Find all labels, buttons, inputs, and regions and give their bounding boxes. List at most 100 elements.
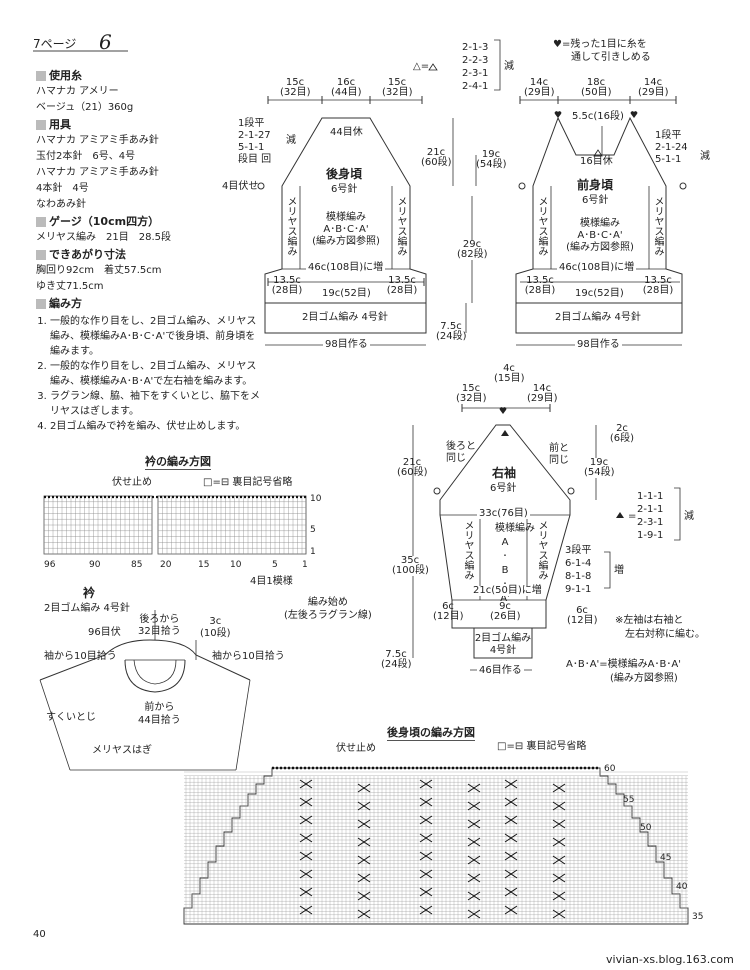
grid-line	[467, 783, 481, 793]
tools-line: ハマナカ アミアミ手あみ針	[36, 135, 159, 146]
dim-stitches: (28目)	[271, 285, 303, 296]
collar-bind-off: 伏せ止め	[112, 477, 152, 488]
triangle-note: 2-1-3 2-2-3 2-3-1 2-4-1	[462, 42, 489, 92]
tools-line: 4本針 4号	[36, 183, 89, 194]
grid-line	[467, 909, 481, 919]
dim-cm: 13.5c	[273, 275, 301, 286]
dim-cm: 15c	[387, 77, 407, 88]
grid-line	[504, 869, 518, 879]
method-step: 一般的な作り目をし、2目ゴム編み、メリヤス編み、模様編みA･B･C･A'で後身頃…	[50, 314, 265, 359]
page-title: 7ページ	[33, 37, 77, 51]
back-pattern-line: 模様編み	[326, 212, 366, 223]
back-body-title: 後身頃	[326, 167, 363, 181]
grid-line	[357, 819, 371, 829]
tools-line: なわあみ針	[36, 199, 86, 210]
grid-line	[467, 873, 481, 883]
back-pattern-line: (編み方図参照)	[312, 236, 380, 247]
back-chart-grid	[183, 766, 689, 925]
collar-title: 衿	[83, 586, 96, 600]
size-line: 胸回り92cm 着丈57.5cm	[36, 265, 162, 276]
yarn-line: ハマナカ アメリー	[36, 86, 119, 97]
back-chart-title: 後身頃の編み方図	[387, 726, 475, 741]
method-step: 2目ゴム編みで衿を編み、伏せ止めします。	[50, 419, 265, 434]
grid-line	[419, 869, 433, 879]
grid-line	[552, 783, 566, 793]
back-chart-legend: □=⊟ 裏目記号省略	[497, 741, 587, 752]
front-side-pattern-left: メリヤス編み	[536, 196, 547, 256]
grid-line	[419, 887, 433, 897]
front-center-stitches: 16目休	[580, 156, 613, 167]
dim-stitches: (28目)	[386, 285, 418, 296]
heading-marker-icon	[36, 299, 46, 309]
heading-marker-icon	[36, 71, 46, 81]
back-center-dim: 19c(52目)	[322, 288, 371, 299]
page-number: 40	[33, 929, 46, 940]
back-body-outline	[257, 96, 427, 346]
grid-line	[504, 815, 518, 825]
grid-line	[299, 833, 313, 843]
method-step: 一般的な作り目をし、2目ゴム編み、メリヤス編み、模様編みA･B･A'で左右袖を編…	[50, 359, 265, 389]
size-line: ゆき丈71.5cm	[36, 281, 104, 292]
back-side-pattern-left: メリヤス編み	[285, 196, 296, 256]
grid-line	[419, 797, 433, 807]
heart-note: ♥=残った1目に糸を 通して引きしめる	[553, 39, 651, 63]
sleeve-back-same: 後ろと同じ	[446, 441, 476, 464]
back-pattern-line: A･B･C･A'	[323, 224, 369, 235]
collar-outline	[39, 610, 251, 771]
back-needle: 6号針	[331, 184, 358, 195]
gauge-heading: ゲージ（10cm四方）	[49, 215, 160, 228]
front-neck-depth: 5.5c(16段)	[570, 111, 626, 122]
front-needle: 6号針	[582, 195, 609, 206]
sleeve-outline	[412, 404, 681, 671]
grid-line	[419, 851, 433, 861]
grid-line	[467, 819, 481, 829]
sleeve-lower-width: 21c(50目)に増	[471, 585, 544, 596]
grid-line	[552, 873, 566, 883]
front-raglan-notes: 1段平 2-1-24 5-1-1	[655, 130, 688, 165]
front-body-outline	[515, 96, 687, 346]
collar-chart-grid	[43, 495, 307, 555]
sleeve-cast-on: 46目作る	[477, 665, 524, 676]
gauge-line: メリヤス編み 21目 28.5段	[36, 232, 171, 243]
method-step: ラグラン線、脇、袖下をすくいとじ、脇下をメリヤスはぎします。	[50, 389, 265, 419]
sleeve-front-same: 前と同じ	[549, 443, 569, 466]
back-decrease-label: 減	[286, 135, 296, 146]
grid-line	[357, 783, 371, 793]
watermark: vivian-xs.blog.163.com	[606, 953, 734, 966]
sleeve-title: 右袖	[492, 466, 517, 480]
tools-line: ハマナカ アミアミ手あみ針	[36, 167, 159, 178]
grid-line	[552, 891, 566, 901]
collar-sleeve-pickup-left: 袖から10目拾う	[44, 651, 117, 662]
materials-column: 使用糸 ハマナカ アメリー ベージュ（21）360g 用具 ハマナカ アミアミ手…	[36, 67, 266, 434]
tools-line: 玉付2本針 6号、4号	[36, 151, 136, 162]
grid-line	[504, 905, 518, 915]
collar-chart-title: 衿の編み方図	[145, 455, 211, 470]
grid-line	[419, 833, 433, 843]
collar-start: 編み始め(左後ろラグラン線)	[284, 597, 372, 621]
sleeve-center-pattern: 模様編み A ･ B ･ A'	[495, 523, 535, 604]
sleeve-needle: 6号針	[490, 483, 517, 494]
dim-cm: 16c	[336, 77, 356, 88]
back-mid-increase: 46c(108目)に増	[306, 262, 386, 273]
collar-graft: メリヤスはぎ	[92, 745, 152, 756]
grid-line	[357, 909, 371, 919]
front-side-pattern-right: メリヤス編み	[652, 196, 663, 256]
collar-repeat: 4目1模様	[250, 576, 293, 587]
triangle-symbol-icon: △=	[413, 61, 430, 72]
size-heading: できあがり寸法	[49, 248, 126, 261]
pattern-legend-note: A･B･A'=模様編みA･B･A'(編み方図参照)	[566, 659, 681, 684]
grid-line	[299, 797, 313, 807]
grid-line	[552, 855, 566, 865]
grid-line	[504, 887, 518, 897]
heading-marker-icon	[36, 217, 46, 227]
grid-line	[357, 801, 371, 811]
grid-line	[467, 855, 481, 865]
heading-marker-icon	[36, 120, 46, 130]
sleeve-increase-notes: 3段平 6-1-4 8-1-8 9-1-1	[565, 545, 592, 595]
yarn-line: ベージュ（21）360g	[36, 102, 134, 113]
handwritten-page-number: 6	[99, 30, 112, 54]
back-bind-off: 4目伏せ	[222, 181, 259, 192]
collar-subtitle: 2目ゴム編み 4号針	[44, 603, 130, 614]
